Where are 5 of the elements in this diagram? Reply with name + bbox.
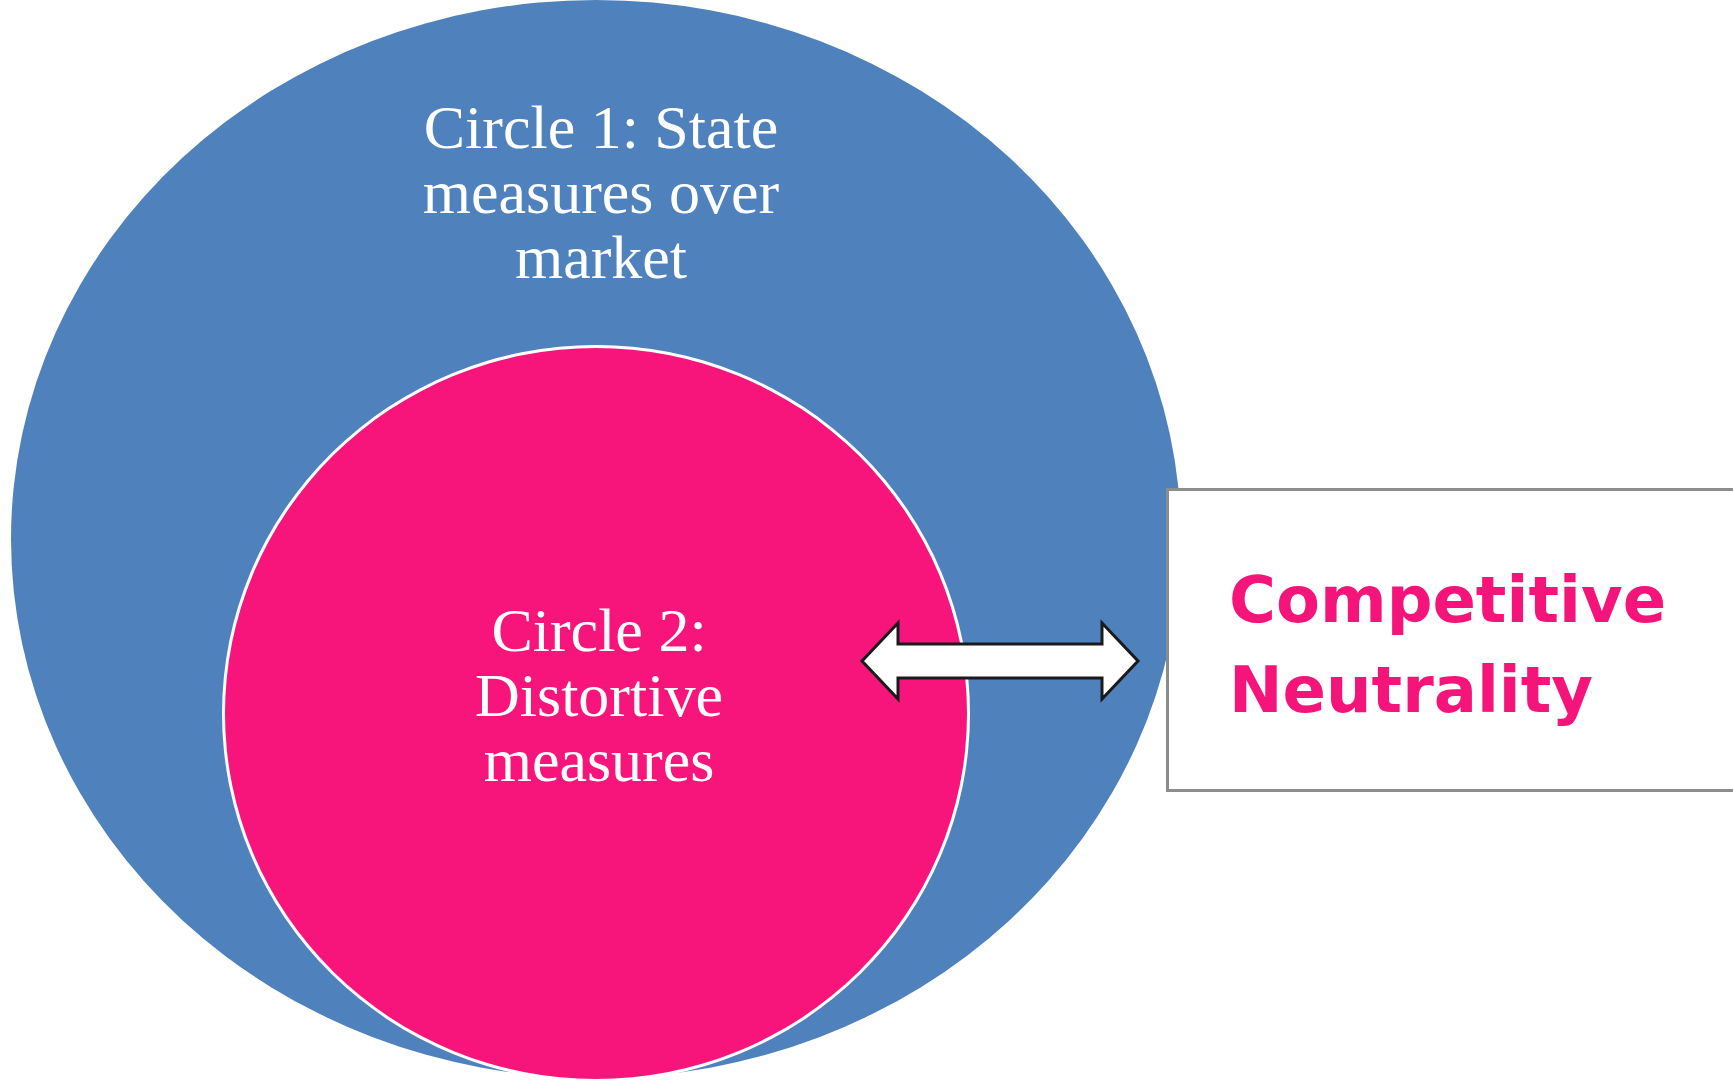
double-arrow <box>859 619 1141 703</box>
text-box <box>1166 488 1733 792</box>
node-label: Circle 1: State measures over market <box>421 95 781 291</box>
node-label: Circle 2: Distortive measures <box>474 598 724 794</box>
node-label: Competitive Neutrality <box>1229 562 1668 729</box>
